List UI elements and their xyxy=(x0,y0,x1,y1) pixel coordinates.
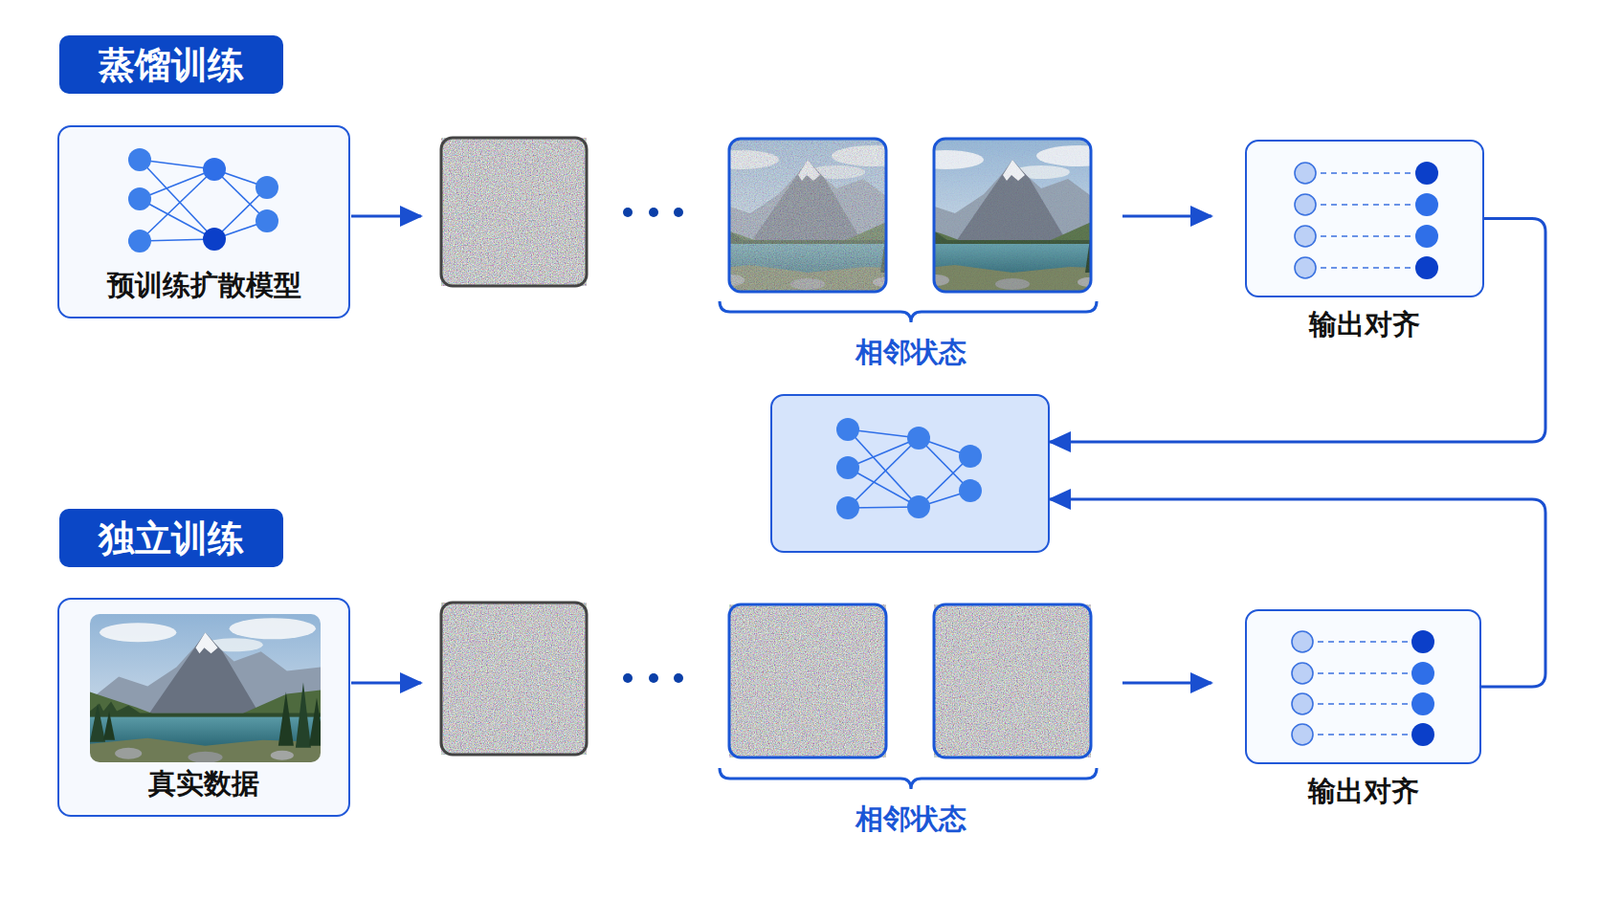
noise-image xyxy=(441,602,587,756)
brace xyxy=(719,301,1097,323)
node-text: 输出对齐 xyxy=(1227,774,1499,809)
output-align-box: 输出对齐 xyxy=(1244,609,1482,765)
model-box: 预训练扩散模型 xyxy=(57,125,351,319)
network-icon xyxy=(128,148,279,253)
noisy-landscape xyxy=(692,138,927,292)
feedback-connector xyxy=(1049,219,1546,444)
noise-image xyxy=(729,604,887,758)
network-icon xyxy=(836,418,982,520)
section-tag: 蒸馏训练 xyxy=(59,35,284,94)
node-text: 预训练扩散模型 xyxy=(107,267,302,303)
output-align-box: 输出对齐 xyxy=(1244,139,1485,298)
group-label: 相邻状态 xyxy=(855,334,967,370)
denoised-landscape xyxy=(897,138,1132,292)
data-box: 真实数据 xyxy=(57,598,351,818)
section-tag: 独立训练 xyxy=(59,509,284,568)
noise-image xyxy=(441,137,587,287)
ellipsis-dots xyxy=(622,207,684,684)
node-text: 输出对齐 xyxy=(1227,307,1502,342)
node-text: 蒸馏训练 xyxy=(98,47,245,83)
feedback-connector xyxy=(1049,499,1546,688)
node-text: 独立训练 xyxy=(98,521,245,556)
flow-arrow xyxy=(351,216,1212,684)
alignment-symbol xyxy=(1291,630,1435,747)
student-model-box xyxy=(770,394,1050,554)
landscape-photo xyxy=(89,614,321,763)
group-label: 相邻状态 xyxy=(855,801,967,837)
alignment-symbol xyxy=(1294,161,1439,280)
brace xyxy=(719,768,1097,790)
noise-image xyxy=(933,604,1091,758)
node-text: 真实数据 xyxy=(148,766,260,801)
